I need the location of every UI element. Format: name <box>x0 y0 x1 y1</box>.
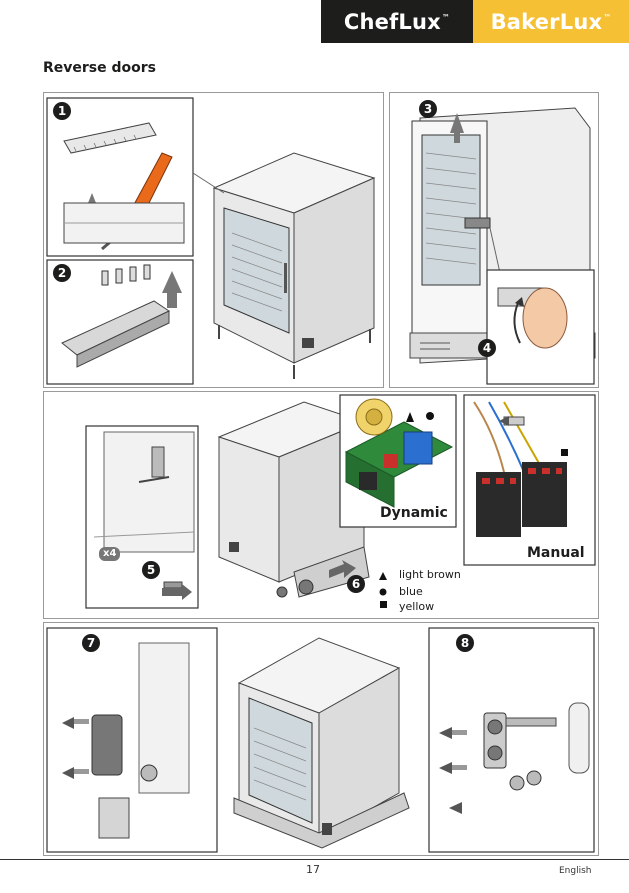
legend-blue: blue <box>399 585 423 598</box>
quantity-badge: x4 <box>99 547 121 561</box>
step-badge-2: 2 <box>53 264 71 282</box>
step-badge-8: 8 <box>456 634 474 652</box>
oven-wiring-illustration <box>85 394 596 609</box>
panel-steps-7-8: 7 8 <box>43 622 599 856</box>
footer-divider <box>0 859 629 860</box>
step-badge-5: 5 <box>142 561 160 579</box>
brand-bakerlux-text: BakerLux <box>490 9 603 34</box>
oven-body <box>212 152 376 379</box>
step-badge-1: 1 <box>53 102 71 120</box>
page-title: Reverse doors <box>43 60 156 76</box>
step-badge-7: 7 <box>82 634 100 652</box>
trademark-mark: ™ <box>603 13 612 22</box>
step-badge-4: 4 <box>478 339 496 357</box>
legend-yellow: yellow <box>399 600 435 613</box>
panel-steps-1-2: 1 2 <box>43 92 384 388</box>
step-badge-6: 6 <box>347 575 365 593</box>
panel-steps-5-6: x4 5 6 Dynamic Manual light brown blue y… <box>43 391 599 619</box>
manual-label: Manual <box>527 545 585 561</box>
oven-door-illustration <box>409 107 596 385</box>
trademark-mark: ™ <box>441 13 451 22</box>
page-number: 17 <box>306 863 320 876</box>
oven-illustration-a <box>46 97 376 385</box>
panel-steps-3-4: 3 4 <box>389 92 599 388</box>
dynamic-label: Dynamic <box>380 505 448 521</box>
legend-light-brown: light brown <box>399 568 461 581</box>
oven-hinge-illustration <box>46 627 595 853</box>
brand-cheflux-text: ChefLux <box>343 9 441 34</box>
footer-language: English <box>559 866 592 876</box>
step-badge-3: 3 <box>419 100 437 118</box>
